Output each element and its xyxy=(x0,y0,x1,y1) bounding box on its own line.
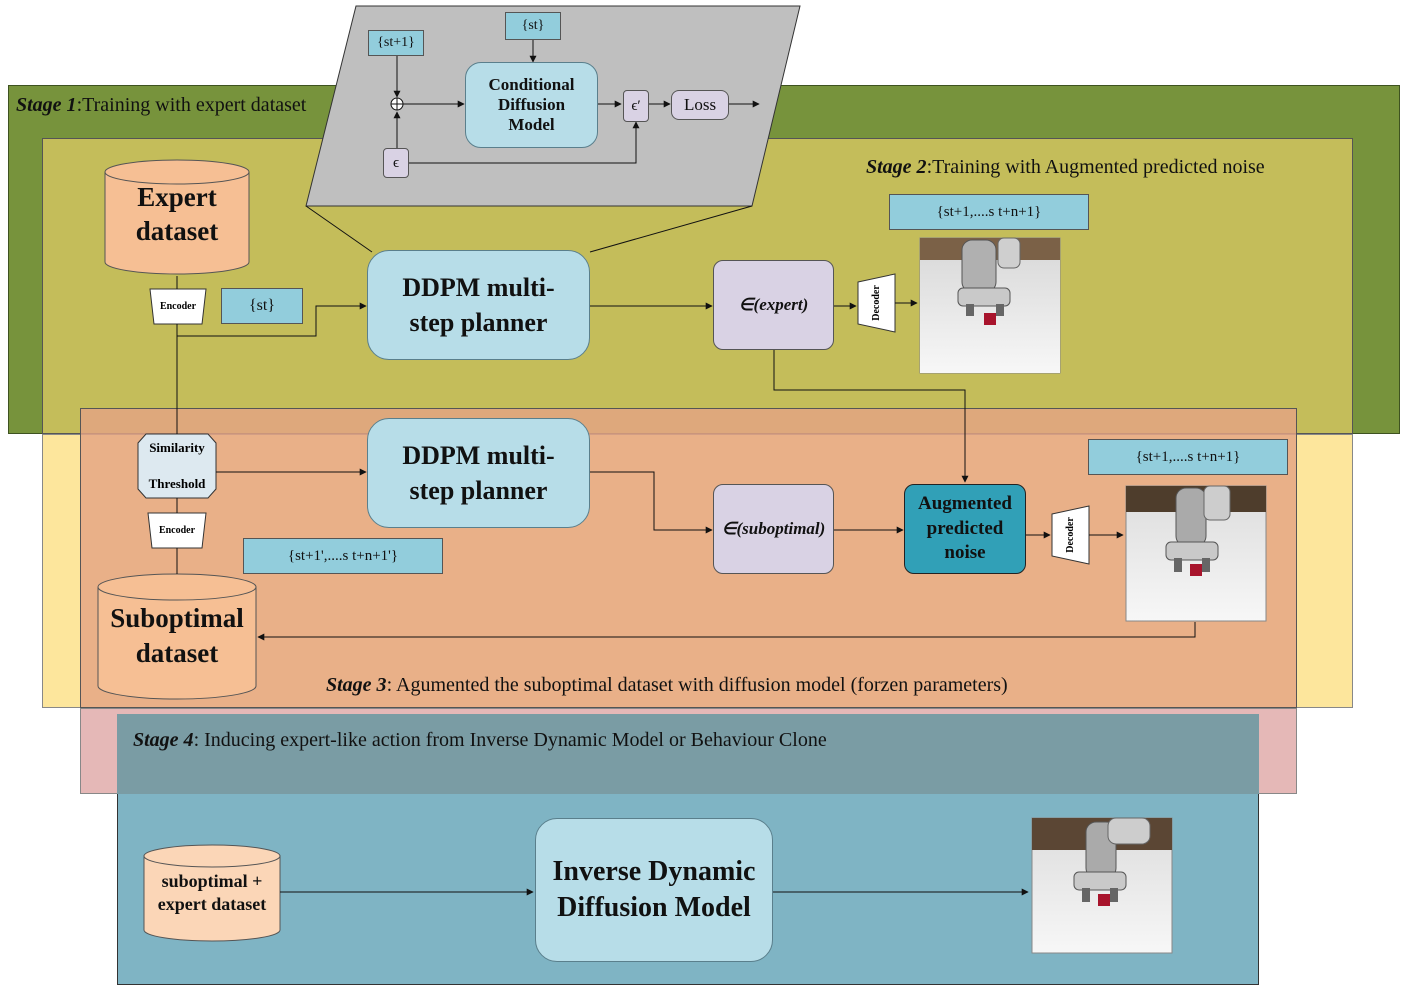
stage4-header-band xyxy=(117,714,1259,794)
robot-render-image-2 xyxy=(1125,485,1267,622)
combined-dataset-label: suboptimal + expert dataset xyxy=(157,870,267,914)
future-states-label-bottom: {st+1,....s t+n+1} xyxy=(1088,439,1288,475)
combined-dataset-cylinder xyxy=(143,844,281,942)
inset-next-state-label: {st+1} xyxy=(368,30,424,56)
inset-predicted-noise-box: ϵ′ xyxy=(623,90,649,122)
threshold-label: Threshold xyxy=(148,476,206,491)
expert-noise-box: ∈(expert) xyxy=(713,260,834,350)
inverse-dynamic-diffusion-model-box: Inverse Dynamic Diffusion Model xyxy=(535,818,773,962)
inset-loss-box: Loss xyxy=(671,90,729,120)
expert-dataset-label: Expert dataset xyxy=(135,182,219,246)
encoder-bottom-shape xyxy=(147,512,207,549)
conditional-diffusion-model-box: Conditional Diffusion Model xyxy=(465,62,598,148)
encoder-top-shape xyxy=(149,288,207,325)
augmented-predicted-noise-box: Augmented predicted noise xyxy=(904,484,1026,574)
similarity-label: Similarity xyxy=(149,440,205,455)
expert-dataset-cylinder xyxy=(104,159,250,275)
robot-render-image-1 xyxy=(919,237,1061,374)
inset-connector-right xyxy=(589,205,753,253)
decoder-top-label: Decoder xyxy=(870,285,882,321)
encoder-top-label: Encoder xyxy=(159,300,197,312)
decoder-bottom-label: Decoder xyxy=(1064,517,1076,553)
inset-noise-box: ϵ xyxy=(383,148,409,178)
suboptimal-dataset-label: Suboptimal dataset xyxy=(110,602,244,668)
stage3-title: Stage 3: Agumented the suboptimal datase… xyxy=(326,674,1008,696)
decoder-bottom-shape xyxy=(1051,505,1090,565)
similarity-threshold-shape xyxy=(137,433,217,499)
stage1-title: Stage 1:Training with expert dataset xyxy=(16,94,307,116)
ddpm-planner-suboptimal-box: DDPM multi-step planner xyxy=(367,418,590,528)
stage2-title: Stage 2:Training with Augmented predicte… xyxy=(866,156,1265,178)
suboptimal-dataset-cylinder xyxy=(97,573,257,700)
future-states-label-top: {st+1,....s t+n+1} xyxy=(889,194,1089,230)
similarity-threshold-label: Similarity Threshold xyxy=(138,436,216,496)
ddpm-planner-expert-box: DDPM multi-step planner xyxy=(367,250,590,360)
inset-connector-left xyxy=(305,205,373,253)
suboptimal-noise-box: ∈(suboptimal) xyxy=(713,484,834,574)
inset-state-label: {st} xyxy=(505,12,561,40)
current-state-label: {st} xyxy=(221,288,303,324)
encoder-bottom-label: Encoder xyxy=(158,524,196,536)
robot-render-image-3 xyxy=(1031,817,1173,954)
future-states-suboptimal-label: {st+1',....s t+n+1'} xyxy=(243,538,443,574)
stage4-title: Stage 4: Inducing expert-like action fro… xyxy=(133,729,827,751)
decoder-top-shape xyxy=(857,273,896,333)
